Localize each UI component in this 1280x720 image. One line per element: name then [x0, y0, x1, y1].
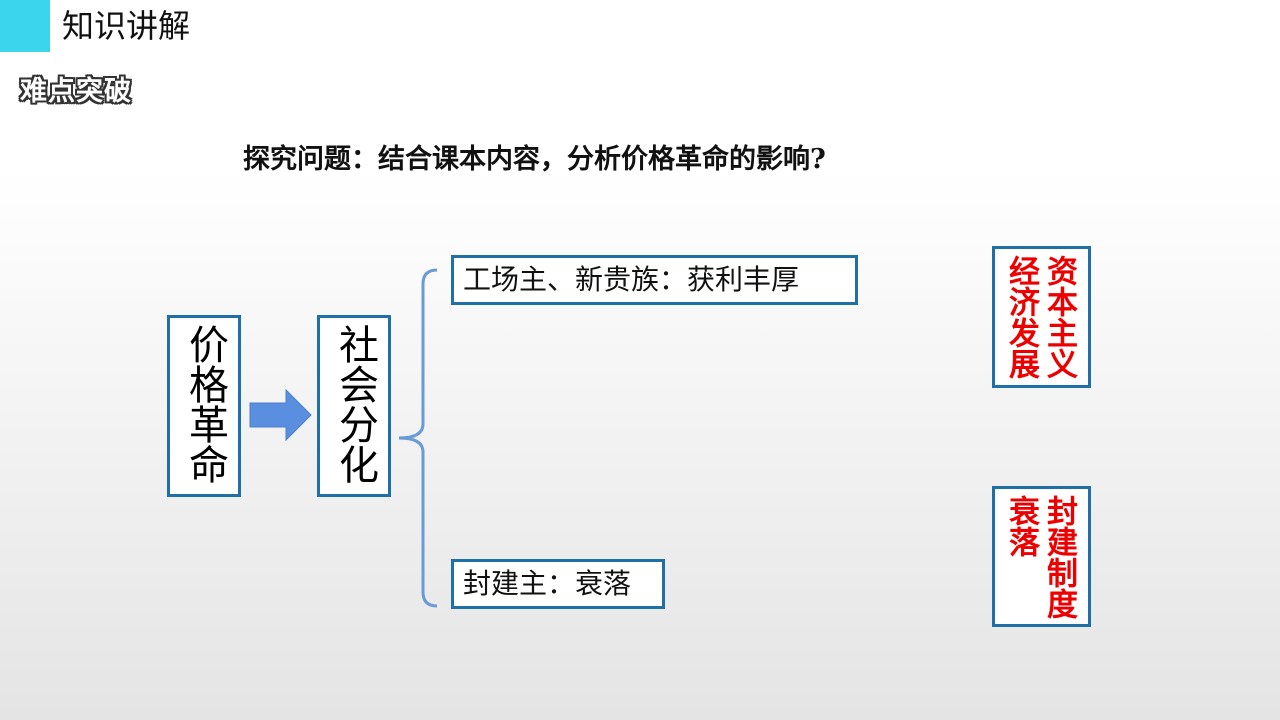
- question-text: 探究问题：结合课本内容，分析价格革命的影响?: [243, 144, 826, 175]
- title-accent-block: [0, 0, 50, 52]
- branch-top-box: 工场主、新贵族：获利丰厚: [451, 255, 858, 305]
- result-feudal-label: 封建制度衰落: [1002, 495, 1078, 625]
- result-feudal-col1: 封建制度: [1041, 495, 1077, 619]
- result-feudal-col2: 衰落: [1003, 495, 1039, 557]
- branch-bottom-box: 封建主：衰落: [451, 559, 665, 609]
- result-capitalism-col1: 资本主义: [1041, 255, 1077, 379]
- result-capitalism-box: 资本主义经济发展: [992, 246, 1091, 388]
- right-arrow-icon: [249, 388, 312, 442]
- title-bar: 知识讲解: [0, 0, 1280, 52]
- branch-brace: [398, 268, 438, 608]
- node-social-division-label: 社会分化: [332, 324, 378, 484]
- section-subtitle: 难点突破: [20, 76, 132, 107]
- node-social-division: 社会分化: [317, 315, 391, 497]
- node-price-revolution-label: 价格革命: [182, 324, 228, 484]
- node-price-revolution: 价格革命: [167, 315, 241, 497]
- result-capitalism-label: 资本主义经济发展: [1002, 255, 1078, 385]
- result-feudal-box: 封建制度衰落: [992, 486, 1091, 627]
- result-capitalism-col2: 经济发展: [1003, 255, 1039, 379]
- slide-title: 知识讲解: [62, 7, 191, 45]
